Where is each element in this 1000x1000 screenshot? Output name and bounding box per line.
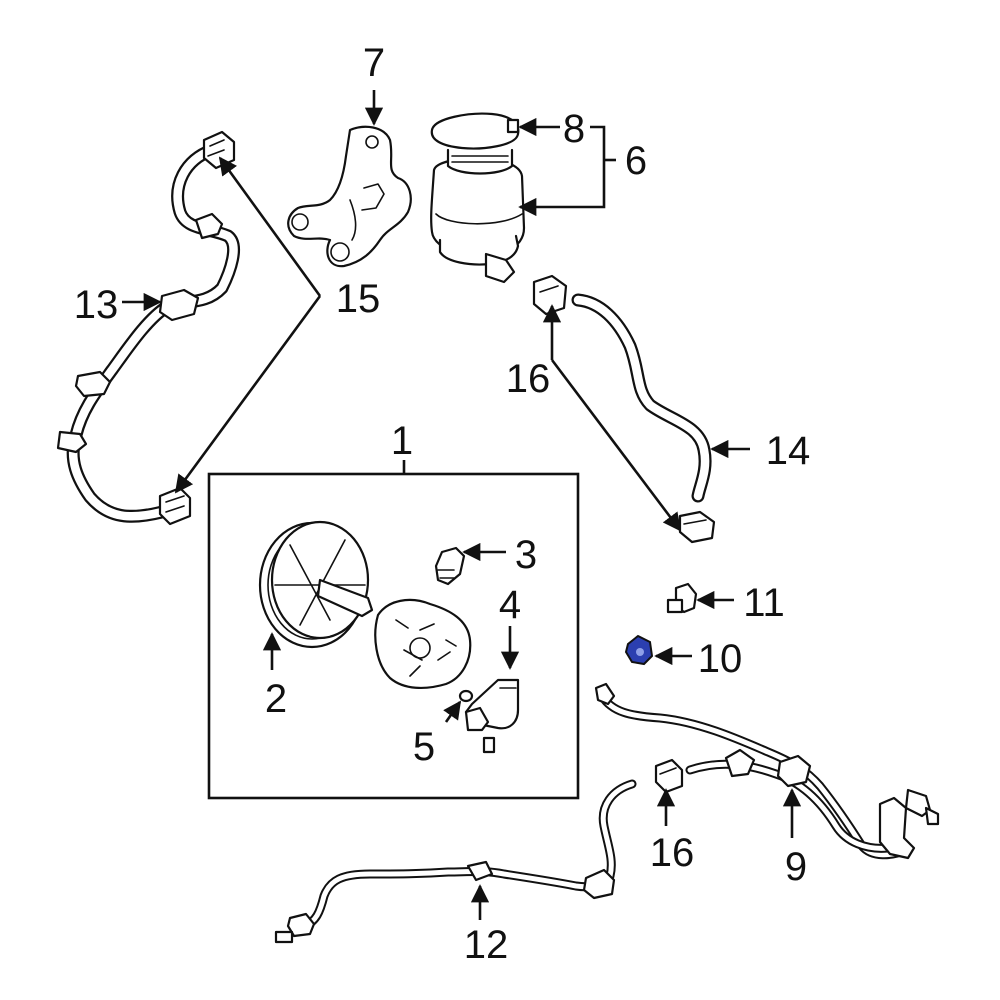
callout-2: 2 — [265, 677, 287, 721]
callout-5: 5 — [413, 725, 435, 769]
callout-13: 13 — [74, 283, 119, 327]
pressure-hose-9 — [594, 682, 940, 860]
pressure-switch-3 — [434, 546, 466, 586]
suction-hose-14 — [571, 293, 712, 503]
callout-9: 9 — [785, 845, 807, 889]
callout-11: 11 — [743, 581, 785, 625]
hose-clamp-15-top — [202, 130, 236, 170]
suction-pipe-4 — [464, 678, 520, 754]
return-hose-13 — [56, 143, 240, 523]
callout-6: 6 — [625, 139, 647, 183]
hose-clamp-16-upper — [532, 274, 568, 316]
power-steering-pump — [374, 598, 472, 690]
callout-16-right: 16 — [650, 831, 695, 875]
reservoir-cap-8 — [430, 112, 520, 150]
gasket-10 — [624, 634, 654, 666]
callout-15: 15 — [336, 277, 381, 321]
leader-lines — [122, 90, 802, 920]
hose-clamp-16-right — [654, 758, 684, 794]
callout-7: 7 — [363, 41, 385, 85]
o-ring-5 — [458, 689, 474, 703]
union-bolt-11 — [666, 582, 698, 614]
pulley-2 — [258, 520, 374, 649]
hose-clamp-15-bottom — [158, 486, 192, 526]
callout-14: 14 — [766, 429, 811, 473]
callout-10: 10 — [698, 637, 743, 681]
callout-12: 12 — [464, 923, 509, 967]
callout-16-upper: 16 — [506, 357, 551, 401]
return-line-12 — [274, 779, 637, 944]
callout-3: 3 — [515, 533, 537, 577]
hose-clamp-16-lower — [678, 510, 716, 544]
callout-1: 1 — [391, 419, 413, 463]
callout-labels: 7 8 6 13 15 16 14 1 3 4 2 5 11 10 16 9 1… — [74, 41, 811, 967]
callout-8: 8 — [563, 107, 585, 151]
callout-4: 4 — [499, 583, 521, 627]
pump-assembly-box-1 — [207, 472, 580, 800]
reservoir-6 — [430, 148, 526, 284]
reservoir-bracket-7 — [287, 125, 412, 268]
